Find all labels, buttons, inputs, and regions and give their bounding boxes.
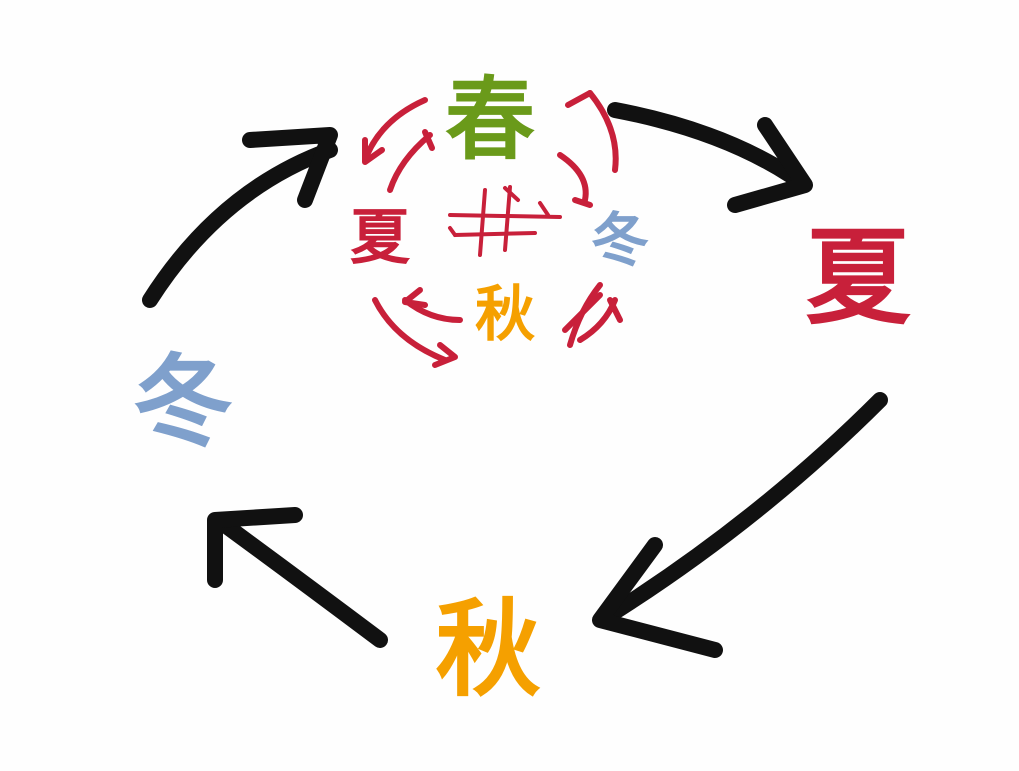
inner-winter-label: 冬 (591, 206, 649, 274)
inner-autumn-label: 秋 (475, 280, 535, 350)
inner-red-arrows (362, 90, 623, 368)
outer-winter-label: 冬 (133, 344, 233, 461)
outer-summer-label: 夏 (805, 217, 911, 339)
inner-spring-label: 春 (445, 68, 535, 173)
outer-autumn-label: 秋 (435, 589, 540, 711)
arrow-summer-to-autumn (592, 392, 888, 658)
arrow-spring-to-summer (607, 102, 813, 213)
arrow-autumn-to-winter (207, 507, 388, 648)
center-cross-symbol (448, 185, 562, 257)
inner-summer-label: 夏 (350, 203, 411, 273)
arrow-winter-to-spring (142, 127, 338, 308)
